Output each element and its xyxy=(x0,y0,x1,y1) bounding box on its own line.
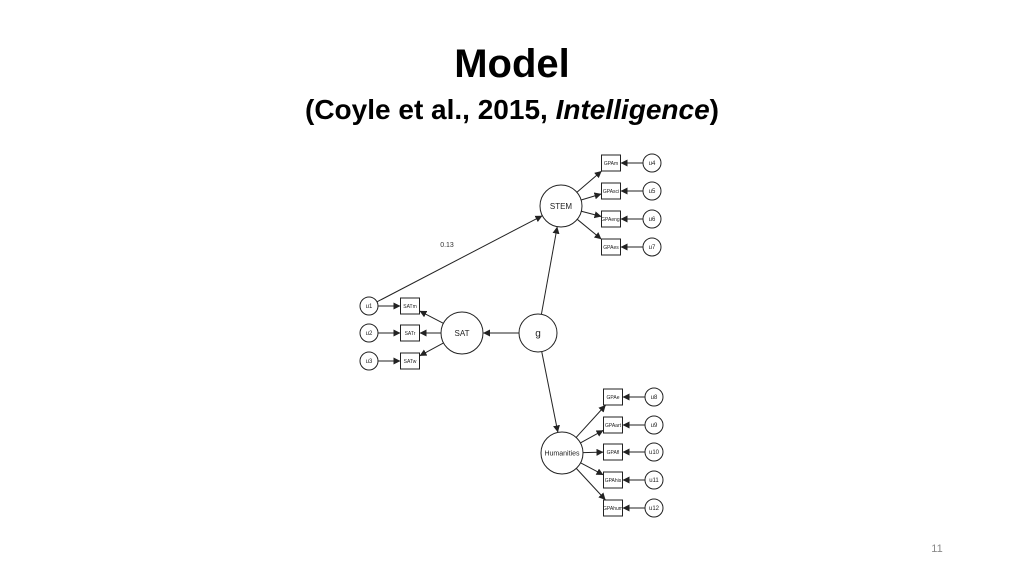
error-u3-label: u3 xyxy=(366,359,373,365)
indicator-satw-box xyxy=(400,352,420,370)
subtitle-suffix: ) xyxy=(709,94,719,125)
latent-g-circle xyxy=(518,313,558,353)
indicator-gpaart-label: GPAart xyxy=(605,423,622,429)
error-u12-label: u12 xyxy=(649,506,660,512)
error-u9-circle xyxy=(644,415,664,435)
error-u4-circle xyxy=(642,153,662,173)
error-u5-circle xyxy=(642,181,662,201)
indicator-gpae-box xyxy=(603,388,623,406)
error-u1-circle xyxy=(359,296,379,316)
latent-humanities-circle xyxy=(540,431,584,475)
error-u1-label: u1 xyxy=(366,304,373,310)
path-u1-to-stem xyxy=(376,215,543,303)
error-u5-label: u5 xyxy=(649,189,656,195)
indicator-satm-label: SATm xyxy=(403,304,417,310)
error-u12-circle xyxy=(644,498,664,518)
slide-number: 11 xyxy=(931,543,943,555)
indicator-gpahis-label: GPAhis xyxy=(605,478,622,484)
indicator-gpafl-label: GPAfl xyxy=(607,450,620,456)
error-u4-label: u4 xyxy=(649,161,656,167)
subtitle-journal: Intelligence xyxy=(555,94,710,125)
error-u7-circle xyxy=(642,237,662,257)
error-u7-label: u7 xyxy=(649,245,656,251)
latent-sat-circle xyxy=(440,311,484,355)
indicator-gpaes-label: GPAes xyxy=(603,245,619,251)
path-humanities-to-gpaart xyxy=(580,429,604,444)
error-u10-circle xyxy=(644,442,664,462)
path-g-to-stem xyxy=(540,226,560,315)
indicator-satm-box xyxy=(400,297,420,315)
indicator-gpaes-box xyxy=(601,238,621,256)
path-g-to-humanities xyxy=(541,351,560,433)
latent-stem-circle xyxy=(539,184,583,228)
error-u10-label: u10 xyxy=(649,450,660,456)
latent-g-label: g xyxy=(535,329,541,340)
slide-subtitle: (Coyle et al., 2015, Intelligence) xyxy=(0,92,1024,128)
indicator-gpaart-box xyxy=(603,416,623,434)
path-sat-to-satw xyxy=(419,342,444,357)
indicator-gpasci-label: GPAsci xyxy=(603,189,619,195)
path-humanities-to-gpahum xyxy=(575,468,606,501)
latent-stem-label: STEM xyxy=(550,202,573,211)
indicator-satw-label: SATw xyxy=(404,359,417,365)
path-stem-to-gpaengi xyxy=(581,210,602,219)
error-u2-circle xyxy=(359,323,379,343)
error-u11-label: u11 xyxy=(649,478,659,484)
indicator-gpaengi-label: GPAengi xyxy=(601,217,621,223)
path-humanities-to-gpahis xyxy=(580,462,604,476)
indicator-gpahum-label: GPAhum xyxy=(603,506,623,512)
indicator-gpafl-box xyxy=(603,443,623,461)
error-u11-circle xyxy=(644,470,664,490)
error-u9-label: u9 xyxy=(651,423,658,429)
indicator-gpam-label: GPAm xyxy=(604,161,618,167)
error-u8-label: u8 xyxy=(651,395,658,401)
subtitle-prefix: (Coyle et al., 2015, xyxy=(305,94,556,125)
indicator-gpaengi-box xyxy=(601,210,621,228)
diagram-edges xyxy=(376,159,645,512)
path-stem-to-gpasci xyxy=(580,192,602,201)
path-coefficient-label: 0.13 xyxy=(440,242,454,249)
indicator-satr-box xyxy=(400,324,420,342)
error-u8-circle xyxy=(644,387,664,407)
path-stem-to-gpam xyxy=(576,170,603,193)
indicator-gpahis-box xyxy=(603,471,623,489)
slide-title: Model xyxy=(454,42,570,86)
path-humanities-to-gpae xyxy=(575,404,607,438)
indicator-gpahum-box xyxy=(603,499,623,517)
indicator-gpam-box xyxy=(601,154,621,172)
path-stem-to-gpaes xyxy=(576,218,602,240)
error-u3-circle xyxy=(359,351,379,371)
indicator-gpasci-box xyxy=(601,182,621,200)
latent-sat-label: SAT xyxy=(455,329,470,338)
error-u6-circle xyxy=(642,209,662,229)
latent-humanities-label: Humanities xyxy=(544,450,580,457)
indicator-satr-label: SATr xyxy=(405,331,416,337)
error-u2-label: u2 xyxy=(366,331,373,337)
indicator-gpae-label: GPAe xyxy=(607,395,620,401)
path-sat-to-satm xyxy=(419,310,444,324)
error-u6-label: u6 xyxy=(649,217,656,223)
